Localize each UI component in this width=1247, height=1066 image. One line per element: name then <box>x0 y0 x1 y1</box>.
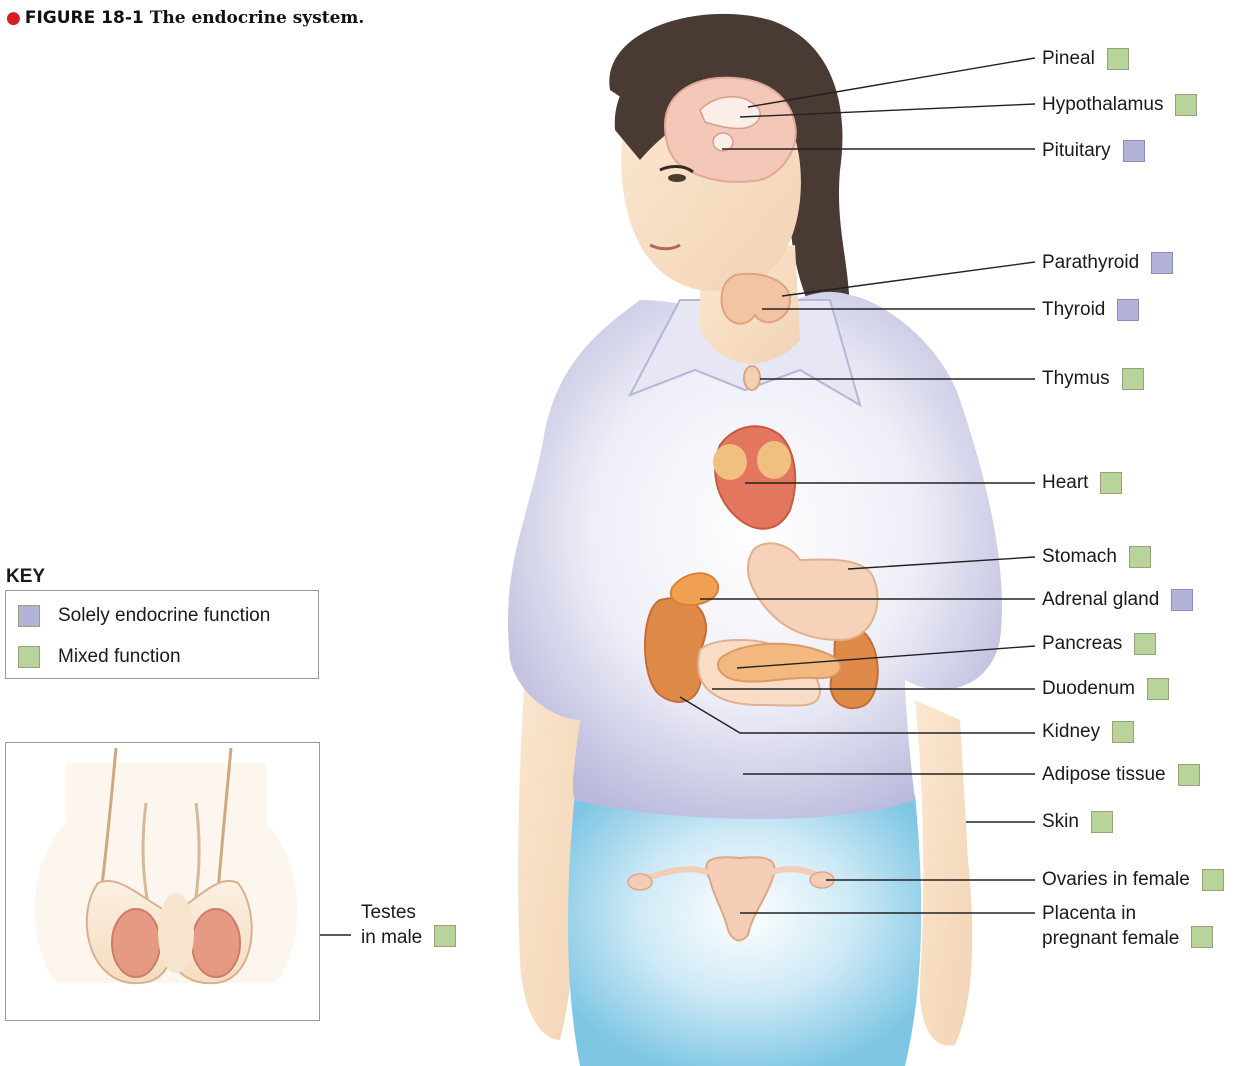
label-testes: Testes in male <box>361 901 456 950</box>
solely-endocrine-swatch <box>1151 252 1173 274</box>
label-heart: Heart <box>1042 472 1122 494</box>
mixed-function-swatch <box>18 646 40 668</box>
label-pancreas: Pancreas <box>1042 633 1156 655</box>
label-adipose-tissue: Adipose tissue <box>1042 764 1200 786</box>
key-title: KEY <box>6 566 45 588</box>
mixed-function-swatch <box>1191 926 1213 948</box>
solely-endocrine-swatch <box>1171 589 1193 611</box>
thyroid-organ <box>722 274 790 324</box>
label-placenta: Placenta in pregnant female <box>1042 902 1213 951</box>
key-legend: Solely endocrine function Mixed function <box>5 590 319 679</box>
label-hypothalamus: Hypothalamus <box>1042 94 1197 116</box>
right-arm <box>915 700 972 1046</box>
kidney-left <box>645 598 706 702</box>
mixed-function-swatch <box>1091 811 1113 833</box>
testes-inset <box>5 742 320 1021</box>
label-parathyroid: Parathyroid <box>1042 252 1173 274</box>
label-pineal: Pineal <box>1042 48 1129 70</box>
key-item-solely: Solely endocrine function <box>18 605 270 627</box>
mixed-function-swatch <box>1202 869 1224 891</box>
mixed-function-swatch <box>1175 94 1197 116</box>
mixed-function-swatch <box>1178 764 1200 786</box>
label-ovaries: Ovaries in female <box>1042 869 1224 891</box>
mixed-function-swatch <box>1107 48 1129 70</box>
mixed-function-swatch <box>1100 472 1122 494</box>
testis-left <box>112 909 160 977</box>
label-kidney: Kidney <box>1042 721 1134 743</box>
mixed-function-swatch <box>1122 368 1144 390</box>
key-item-mixed: Mixed function <box>18 646 181 668</box>
label-thyroid: Thyroid <box>1042 299 1139 321</box>
solely-endocrine-swatch <box>18 605 40 627</box>
label-duodenum: Duodenum <box>1042 678 1169 700</box>
label-pituitary: Pituitary <box>1042 140 1145 162</box>
mixed-function-swatch <box>1129 546 1151 568</box>
solely-endocrine-swatch <box>1117 299 1139 321</box>
mixed-function-swatch <box>1134 633 1156 655</box>
testes-illustration <box>6 743 320 1021</box>
mixed-function-swatch <box>1112 721 1134 743</box>
label-skin: Skin <box>1042 811 1113 833</box>
thymus-organ <box>744 366 760 390</box>
solely-endocrine-swatch <box>1123 140 1145 162</box>
testis-right <box>192 909 240 977</box>
mixed-function-swatch <box>434 925 456 947</box>
label-adrenal-gland: Adrenal gland <box>1042 589 1193 611</box>
label-stomach: Stomach <box>1042 546 1151 568</box>
mixed-function-swatch <box>1147 678 1169 700</box>
label-thymus: Thymus <box>1042 368 1144 390</box>
